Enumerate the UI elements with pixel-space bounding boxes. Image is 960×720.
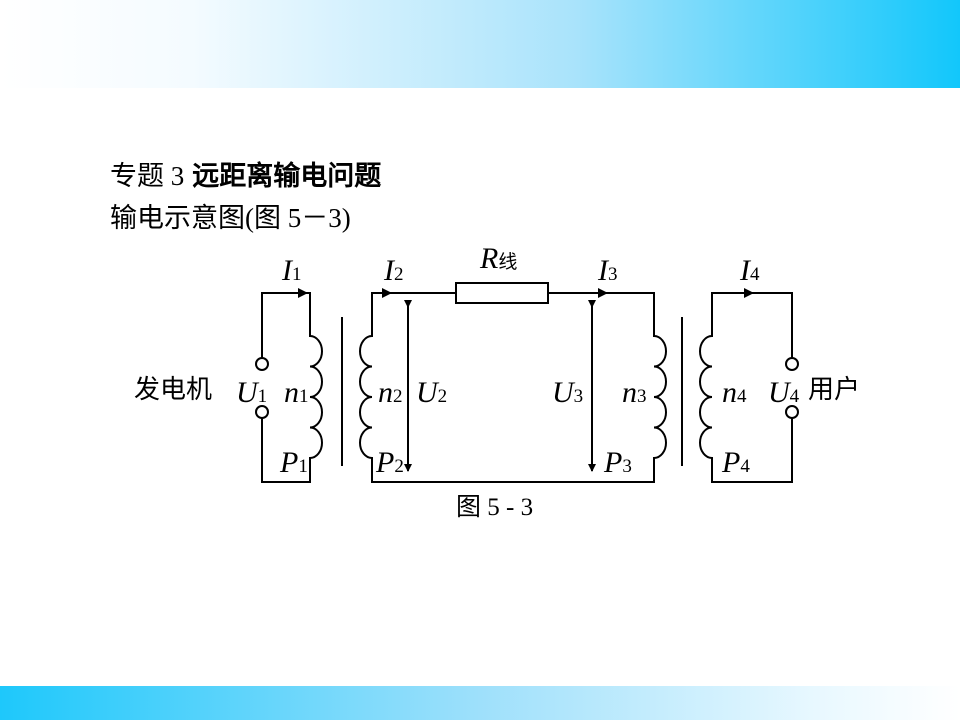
- arrowhead-i4: [744, 288, 754, 298]
- coil-n1: [308, 334, 323, 460]
- power-label-p1: P1: [279, 446, 308, 479]
- turns-label-n4: n4: [722, 376, 747, 409]
- arrowhead-i2: [382, 288, 392, 298]
- power-label-p2: P2: [375, 446, 404, 479]
- voltage-label-u3: U3: [552, 376, 583, 409]
- line-resistor: [455, 282, 549, 304]
- generator-terminal-top: [255, 357, 269, 371]
- voltage-label-u4: U4: [768, 376, 800, 409]
- slide-subheading: 输电示意图(图 5－3): [110, 203, 351, 233]
- turns-label-n1: n1: [284, 376, 309, 409]
- arrowhead-i3: [598, 288, 608, 298]
- resistor-label: R线: [479, 242, 517, 275]
- voltage-label-u1: U1: [236, 376, 267, 409]
- coil-n4: [699, 334, 714, 460]
- top-gradient-band: [0, 0, 960, 88]
- power-label-p4: P4: [721, 446, 750, 479]
- topic-number: 专题 3: [110, 161, 185, 191]
- generator-label: 发电机: [134, 375, 212, 405]
- turns-label-n2: n2: [378, 376, 403, 409]
- user-label: 用户: [808, 375, 860, 405]
- bottom-gradient-band: [0, 686, 960, 720]
- coil-n3: [652, 334, 667, 460]
- current-label-i1: I1: [281, 254, 302, 287]
- voltage-label-u2: U2: [416, 376, 447, 409]
- power-label-p3: P3: [603, 446, 632, 479]
- current-label-i4: I4: [739, 254, 760, 287]
- arrowhead-i1: [298, 288, 308, 298]
- coil-n2: [359, 334, 374, 460]
- current-label-i3: I3: [597, 254, 618, 287]
- turns-label-n3: n3: [622, 376, 647, 409]
- current-label-i2: I2: [383, 254, 404, 287]
- user-terminal-top: [785, 357, 799, 371]
- figure-caption: 图 5 - 3: [456, 494, 533, 521]
- user-terminal-bottom: [785, 405, 799, 419]
- generator-terminal-bottom: [255, 405, 269, 419]
- transmission-loop: [359, 282, 667, 483]
- topic-title: 远距离输电问题: [192, 161, 382, 192]
